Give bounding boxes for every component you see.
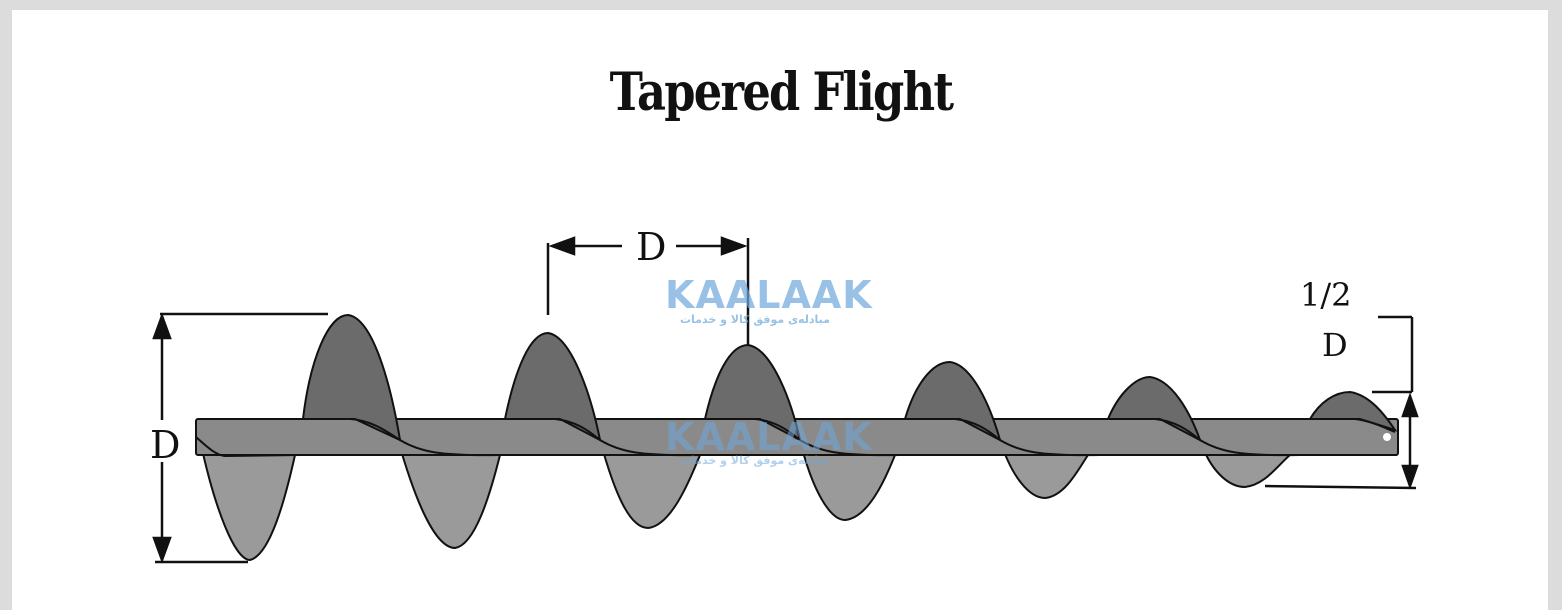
watermark-top: KAALAAK مبادله‌ی موفق کالا و خدمات — [665, 273, 873, 326]
lower-lobe-2 — [396, 438, 502, 550]
upper-lobe-4 — [903, 360, 1002, 442]
lower-lobe-1 — [198, 438, 297, 562]
upper-lobe-1 — [301, 313, 402, 442]
diagram-title: Tapered Flight — [609, 62, 954, 123]
watermark-middle: KAALAAK مبادله‌ی موفق کالا و خدمات — [665, 415, 873, 467]
flight-upper-lobes — [301, 313, 1398, 443]
upper-lobe-3 — [703, 343, 802, 442]
upper-lobe-2 — [503, 331, 602, 442]
lower-lobe-3 — [598, 438, 702, 530]
watermark-tagline-middle: مبادله‌ی موفق کالا و خدمات — [680, 454, 830, 467]
pitch-label: D — [636, 225, 666, 269]
watermark-tagline-top: مبادله‌ی موفق کالا و خدمات — [680, 313, 830, 326]
outer-diameter-label: D — [150, 423, 180, 467]
outer-diameter-dimension — [152, 312, 328, 564]
end-diameter-label-bottom: D — [1322, 326, 1348, 364]
lower-lobe-4 — [798, 438, 897, 522]
pitch-dimension — [546, 236, 750, 345]
end-diameter-dimension — [1264, 315, 1419, 490]
end-diameter-label-top: 1/2 — [1300, 276, 1352, 314]
upper-lobe-6 — [1308, 390, 1398, 432]
shaft-end-dot — [1383, 433, 1391, 441]
flight-helix-line — [195, 418, 1396, 458]
watermark-brand-top: KAALAAK — [665, 273, 873, 317]
watermark-brand-middle: KAALAAK — [665, 415, 873, 459]
